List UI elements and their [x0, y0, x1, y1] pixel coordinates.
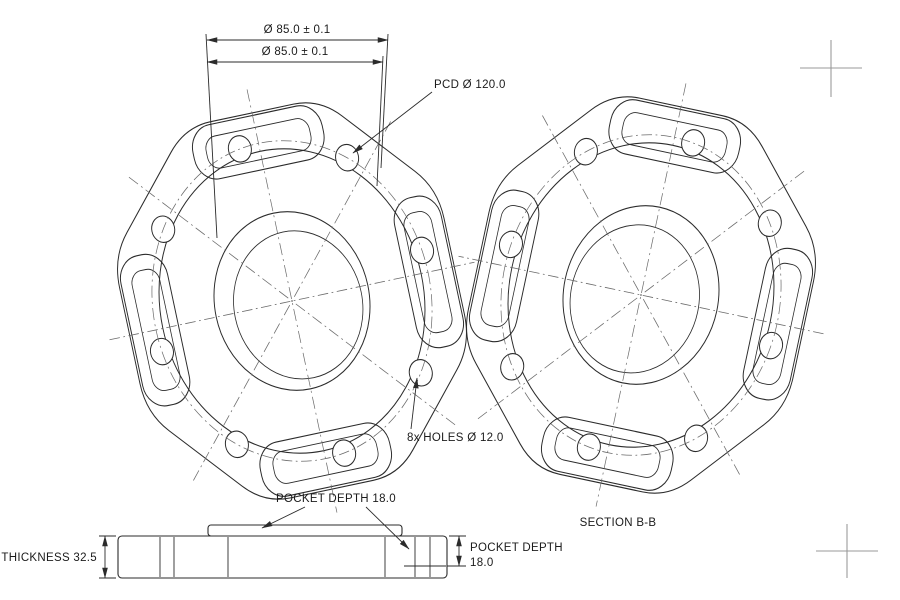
side-view-body — [117, 535, 448, 579]
dim-label-pocket-depth-section-line1: POCKET DEPTH — [470, 542, 563, 554]
dim-label-pocket-depth-section-line2: 18.0 — [470, 557, 494, 569]
section-view-label: SECTION B-B — [580, 517, 657, 529]
dim-label-holes: 8x HOLES Ø 12.0 — [407, 432, 504, 444]
dim-label-thickness: THICKNESS 32.5 — [1, 552, 97, 564]
flange-front-view — [64, 50, 520, 552]
dimension-annotations — [99, 33, 466, 579]
leader-line-holes — [410, 377, 419, 430]
registration-mark-top-right — [800, 40, 862, 97]
dim-label-pocket-depth-plan: POCKET DEPTH 18.0 — [276, 493, 396, 505]
dim-label-bore-inner: Ø 85.0 ± 0.1 — [262, 46, 329, 58]
side-view-pocket-plate — [207, 524, 403, 537]
leader-line-pocket-depth-right — [365, 506, 410, 550]
dim-label-pcd: PCD Ø 120.0 — [434, 79, 506, 91]
leader-line-pocket-depth-left — [261, 506, 306, 529]
registration-mark-bottom-right — [816, 524, 878, 578]
extension-line — [376, 55, 384, 187]
leader-line-pcd — [352, 91, 433, 154]
side-elevation-view — [117, 524, 448, 579]
dim-label-bore-outer: Ø 85.0 ± 0.1 — [264, 24, 331, 36]
extension-line — [205, 33, 218, 239]
flange-section-view — [413, 44, 869, 546]
extension-line — [380, 33, 389, 169]
